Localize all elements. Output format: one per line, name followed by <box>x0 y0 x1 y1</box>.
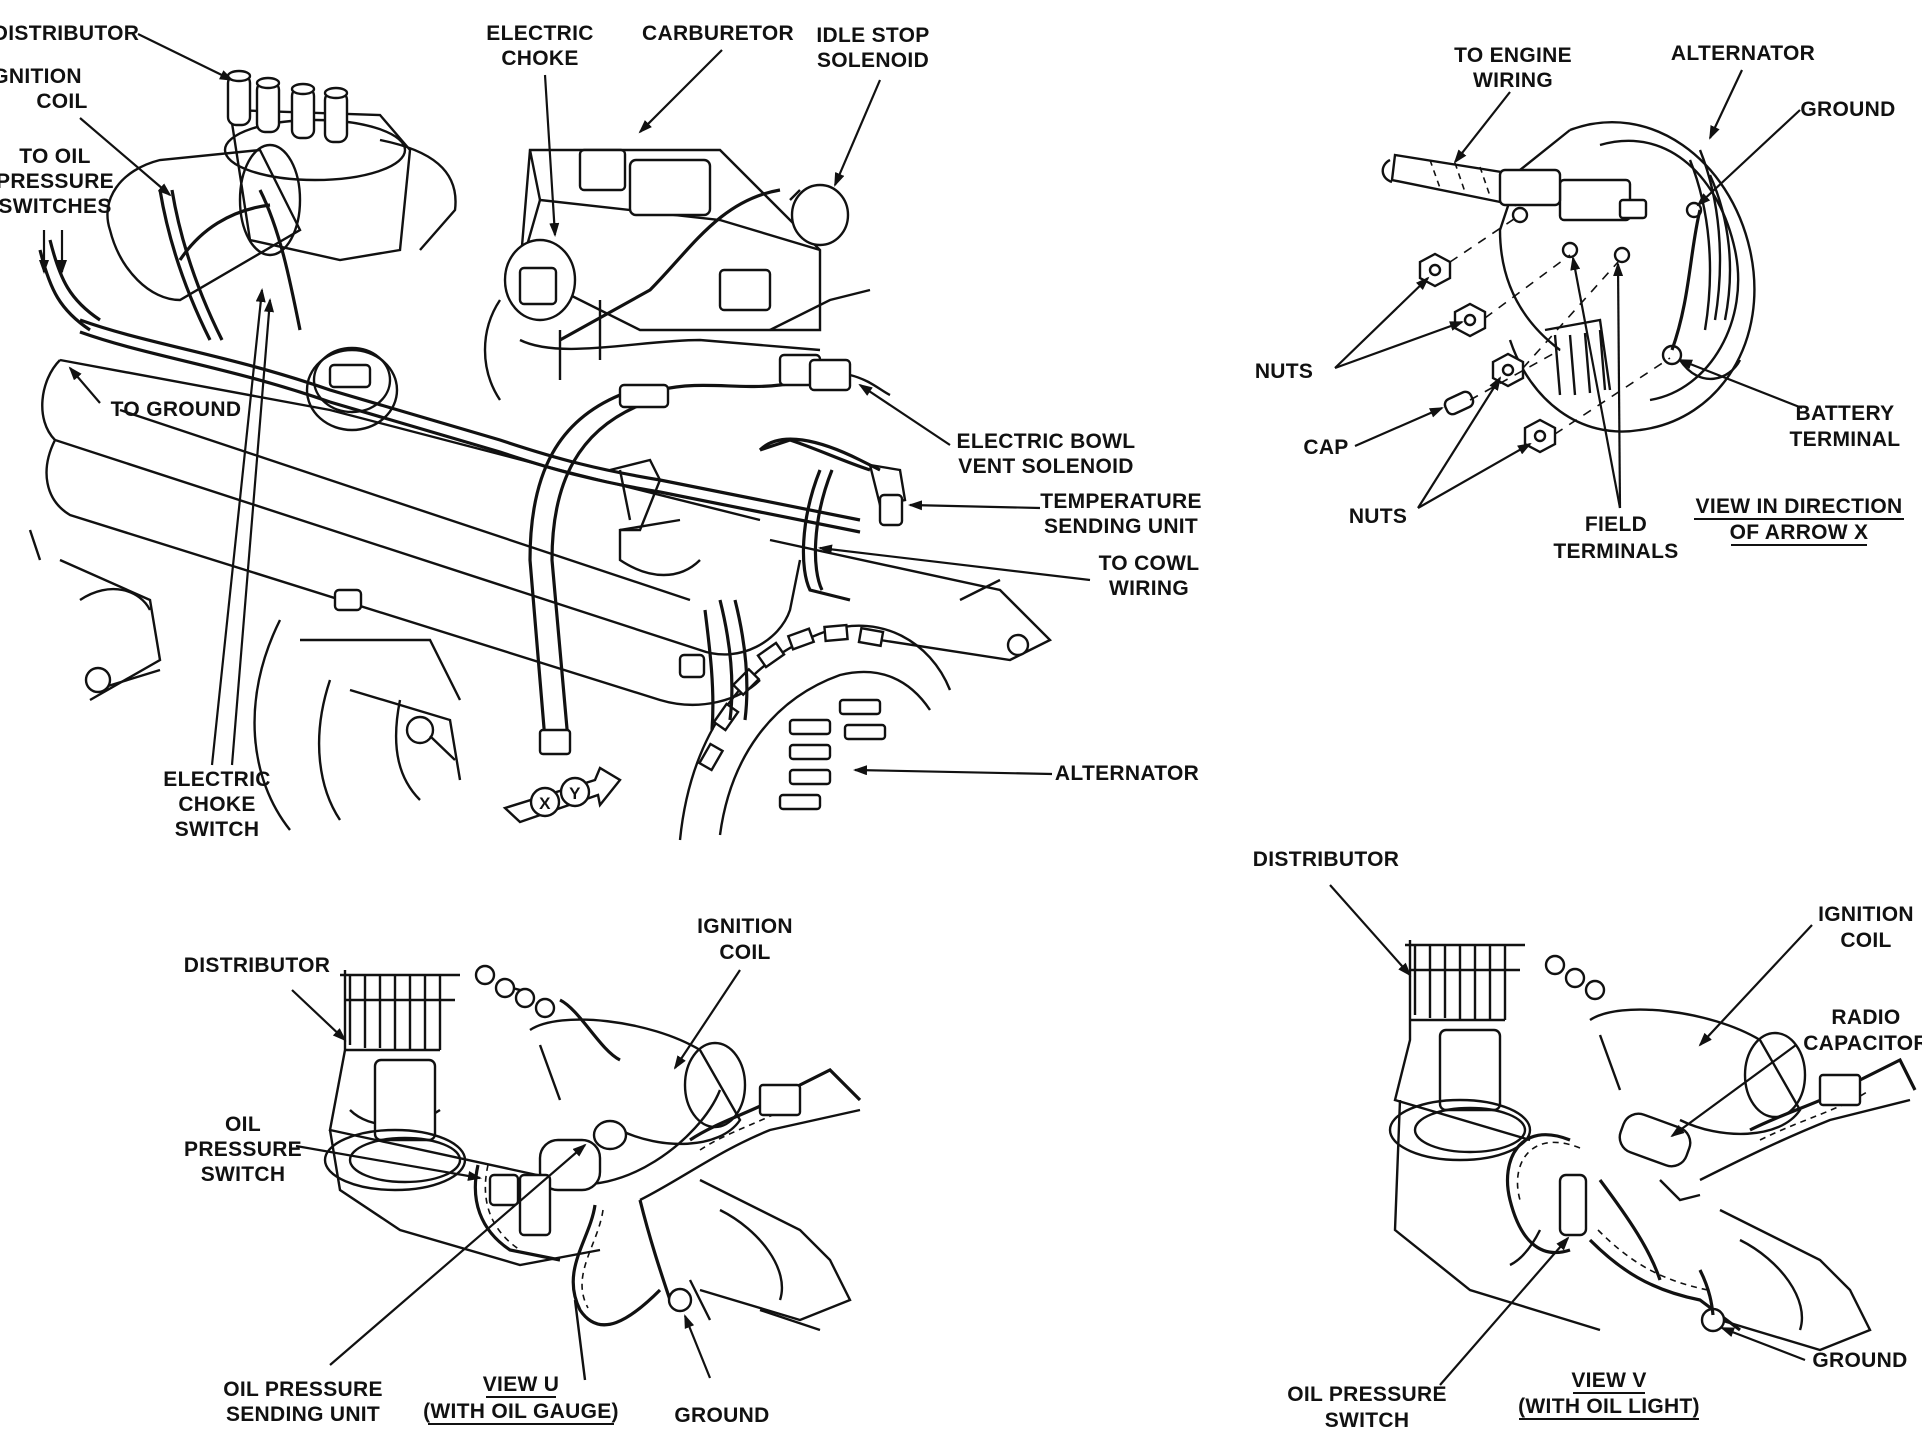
view-x-alternator-illustration <box>1498 120 1756 433</box>
arrow-x-label: X <box>539 794 551 813</box>
label-electric-choke-1: ELECTRIC <box>486 22 593 45</box>
breather-illustration <box>305 346 399 432</box>
view-x-leader-lines <box>1334 69 1803 509</box>
label-sending-unit-u-1: OIL PRESSURE <box>223 1378 383 1401</box>
label-choke-switch-3: SWITCH <box>175 818 260 841</box>
alternator-illustration <box>678 599 952 841</box>
label-radio-capacitor-2: CAPACITOR <box>1803 1032 1922 1055</box>
view-u-illustration <box>323 964 862 1381</box>
label-view-v-caption-2: (WITH OIL LIGHT) <box>1518 1395 1700 1418</box>
label-ignition-coil-u-1: IGNITION <box>697 915 793 938</box>
wiring-harness-illustration <box>38 189 881 602</box>
main-labels: DISTRIBUTOR IGNITION COIL TO OIL PRESSUR… <box>0 22 1202 841</box>
view-arrow-xy: X Y <box>502 766 622 824</box>
label-ignition-coil-v-2: COIL <box>1840 929 1891 952</box>
label-oil-switches-2: PRESSURE <box>0 170 114 193</box>
label-ground-u: GROUND <box>674 1404 769 1427</box>
label-to-ground: TO GROUND <box>111 398 242 421</box>
label-electric-choke-2: CHOKE <box>501 47 578 70</box>
label-cap: CAP <box>1303 436 1348 459</box>
label-choke-switch-2: CHOKE <box>178 793 255 816</box>
label-oil-switch-v-1: OIL PRESSURE <box>1287 1383 1447 1406</box>
main-engine-view: X Y DISTRIBUTOR IGNITION COIL TO OIL <box>0 22 1202 841</box>
label-distributor-u: DISTRIBUTOR <box>184 954 330 977</box>
valve-cover-illustration <box>28 358 1053 831</box>
label-view-v-caption-1: VIEW V <box>1571 1369 1646 1392</box>
label-carburetor: CARBURETOR <box>642 22 794 45</box>
view-x-wiring-illustration <box>1381 153 1562 224</box>
label-ignition-coil-2: COIL <box>36 90 87 113</box>
choke-rod-illustration <box>528 393 641 756</box>
carburetor-illustration <box>483 148 871 401</box>
label-ignition-coil-u-2: COIL <box>719 941 770 964</box>
label-idle-stop-1: IDLE STOP <box>816 24 929 47</box>
label-oil-switch-u-3: SWITCH <box>201 1163 286 1186</box>
label-bowl-vent-1: ELECTRIC BOWL <box>957 430 1136 453</box>
arrow-y-label: Y <box>569 784 581 803</box>
label-view-x-caption-1: VIEW IN DIRECTION <box>1696 495 1903 518</box>
label-nuts-lower: NUTS <box>1349 505 1407 528</box>
label-ignition-coil-v-1: IGNITION <box>1818 903 1914 926</box>
harness-clamp-illustration <box>609 458 662 532</box>
label-cowl-2: WIRING <box>1109 577 1189 600</box>
label-battery-terminal-2: TERMINAL <box>1790 428 1901 451</box>
label-view-u-caption-1: VIEW U <box>483 1373 559 1396</box>
view-u-labels: DISTRIBUTOR IGNITION COIL OIL PRESSURE S… <box>184 915 793 1427</box>
view-x-labels: TO ENGINE WIRING ALTERNATOR GROUND NUTS … <box>1255 42 1904 563</box>
label-field-terminals-1: FIELD <box>1585 513 1647 536</box>
view-v-leader-lines <box>1329 884 1813 1386</box>
label-cowl-1: TO COWL <box>1099 552 1200 575</box>
label-oil-switch-u-1: OIL <box>225 1113 261 1136</box>
bowl-vent-connector-illustration <box>618 353 891 409</box>
ignition-coil-illustration <box>106 143 302 302</box>
label-oil-switches-3: SWITCHES <box>0 195 112 218</box>
view-x: TO ENGINE WIRING ALTERNATOR GROUND NUTS … <box>1255 42 1904 563</box>
label-distributor-v: DISTRIBUTOR <box>1253 848 1399 871</box>
view-v: DISTRIBUTOR IGNITION COIL RADIO CAPACITO… <box>1253 848 1922 1432</box>
label-ignition-coil-1: IGNITION <box>0 65 82 88</box>
view-u: DISTRIBUTOR IGNITION COIL OIL PRESSURE S… <box>184 915 862 1427</box>
label-sending-unit-u-2: SENDING UNIT <box>226 1403 380 1426</box>
label-ground-v: GROUND <box>1812 1349 1907 1372</box>
label-oil-switch-u-2: PRESSURE <box>184 1138 302 1161</box>
label-radio-capacitor-1: RADIO <box>1831 1006 1900 1029</box>
main-leader-lines <box>39 33 1091 776</box>
label-alternator-main: ALTERNATOR <box>1055 762 1199 785</box>
label-oil-switches-1: TO OIL <box>19 145 90 168</box>
label-to-engine-wiring-1: TO ENGINE <box>1454 44 1572 67</box>
label-temp-unit-1: TEMPERATURE <box>1040 490 1202 513</box>
label-ground-x: GROUND <box>1800 98 1895 121</box>
label-bowl-vent-2: VENT SOLENOID <box>958 455 1133 478</box>
label-choke-switch-1: ELECTRIC <box>163 768 270 791</box>
label-nuts-upper: NUTS <box>1255 360 1313 383</box>
label-oil-switch-v-2: SWITCH <box>1325 1409 1410 1432</box>
label-field-terminals-2: TERMINALS <box>1553 540 1678 563</box>
distributor-illustration <box>223 69 457 262</box>
view-v-illustration <box>1388 940 1917 1352</box>
view-x-nuts-illustration <box>1418 214 1671 454</box>
label-alternator-x: ALTERNATOR <box>1671 42 1815 65</box>
label-view-x-caption-2: OF ARROW X <box>1730 521 1869 544</box>
view-u-leader-lines <box>291 969 741 1379</box>
label-temp-unit-2: SENDING UNIT <box>1044 515 1198 538</box>
label-battery-terminal-1: BATTERY <box>1796 402 1895 425</box>
label-distributor: DISTRIBUTOR <box>0 22 139 45</box>
label-idle-stop-2: SOLENOID <box>817 49 929 72</box>
temperature-sending-unit-illustration <box>759 438 907 527</box>
label-to-engine-wiring-2: WIRING <box>1473 69 1553 92</box>
label-view-u-caption-2: (WITH OIL GAUGE) <box>423 1400 619 1423</box>
view-v-labels: DISTRIBUTOR IGNITION COIL RADIO CAPACITO… <box>1253 848 1922 1432</box>
